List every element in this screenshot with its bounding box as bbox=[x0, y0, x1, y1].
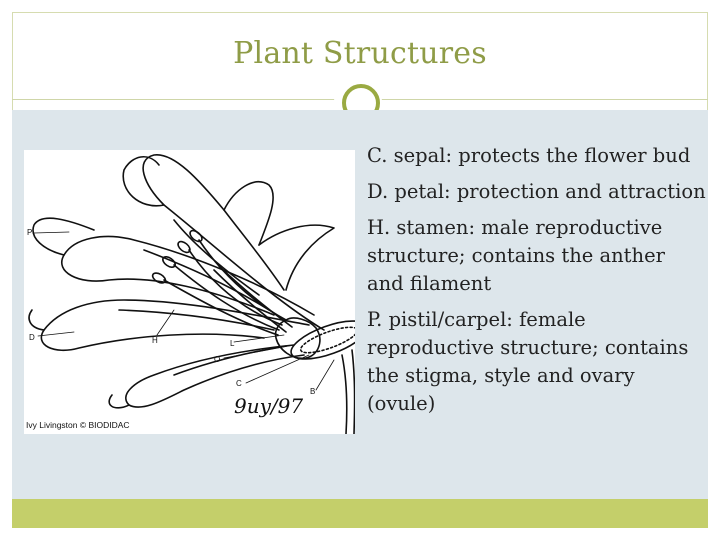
label-l: L bbox=[230, 339, 235, 348]
label-h: H bbox=[152, 336, 158, 345]
slide-title: Plant Structures bbox=[233, 36, 487, 71]
label-d: D bbox=[29, 333, 35, 342]
bullet-pistil: P. pistil/carpel: female reproductive st… bbox=[367, 308, 689, 415]
flower-cross-section-illustration: P D H L O C B Ivy Livingston © BIODIDAC … bbox=[26, 154, 355, 434]
label-o: O bbox=[214, 355, 220, 364]
footer-bar bbox=[12, 499, 708, 528]
bullet-petal: D. petal: protection and attraction bbox=[367, 180, 706, 203]
artist-signature: 9uy/97 bbox=[234, 394, 303, 418]
image-credit: Ivy Livingston © BIODIDAC bbox=[26, 420, 130, 430]
bullet-sepal: C. sepal: protects the flower bud bbox=[367, 144, 691, 167]
bullet-stamen: H. stamen: male reproductive structure; … bbox=[367, 216, 665, 295]
label-p: P bbox=[27, 228, 32, 237]
label-c: C bbox=[236, 379, 242, 388]
flower-diagram: P D H L O C B Ivy Livingston © BIODIDAC … bbox=[24, 150, 355, 434]
bullet-list: C. sepal: protects the flower bud D. pet… bbox=[367, 142, 707, 426]
label-b: B bbox=[310, 387, 315, 396]
